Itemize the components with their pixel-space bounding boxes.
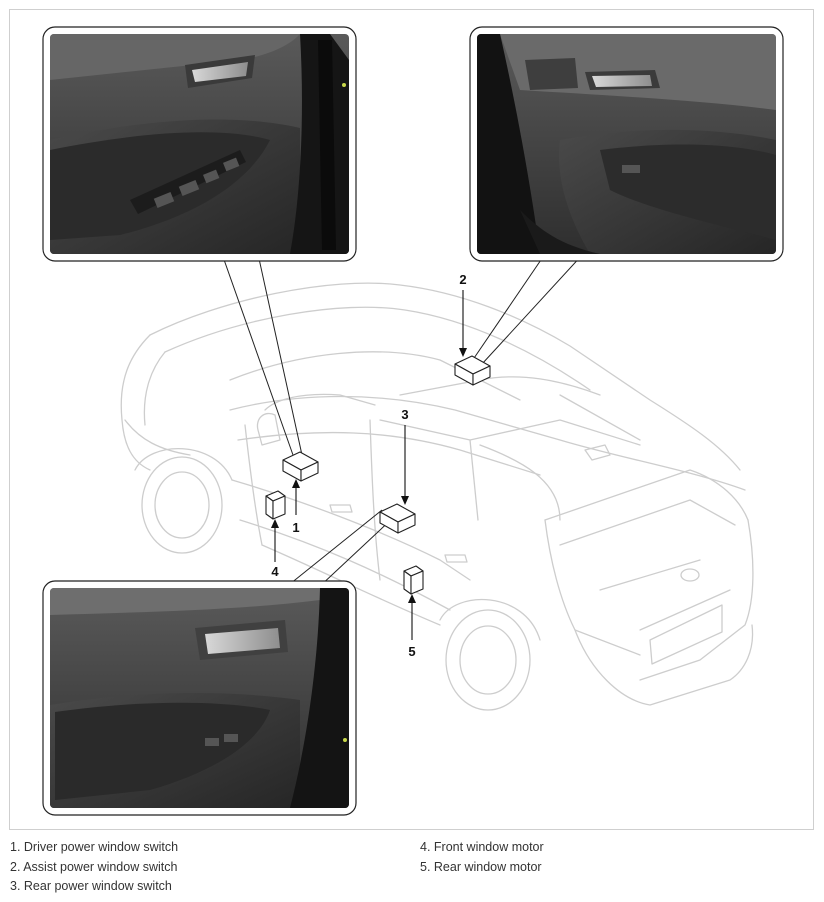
- inset-driver-door: [43, 27, 356, 261]
- legend-item: 1. Driver power window switch: [10, 838, 178, 858]
- callout-1: 1: [292, 520, 299, 535]
- inset-assist-door: [470, 27, 783, 261]
- callout-2: 2: [459, 272, 466, 287]
- legend-left: 1. Driver power window switch 2. Assist …: [10, 838, 178, 897]
- inset-rear-door: [43, 581, 356, 815]
- callout-4: 4: [271, 564, 279, 579]
- callout-3: 3: [401, 407, 408, 422]
- legend-item: 5. Rear window motor: [420, 858, 544, 878]
- legend-item: 4. Front window motor: [420, 838, 544, 858]
- front-motor-box: [266, 491, 285, 519]
- rear-motor-box: [404, 566, 423, 594]
- legend-right: 4. Front window motor 5. Rear window mot…: [420, 838, 544, 877]
- rear-switch-box: [380, 504, 415, 533]
- callout-5: 5: [408, 644, 415, 659]
- legend-item: 2. Assist power window switch: [10, 858, 178, 878]
- legend-item: 3. Rear power window switch: [10, 877, 178, 897]
- driver-switch-box: [283, 452, 318, 481]
